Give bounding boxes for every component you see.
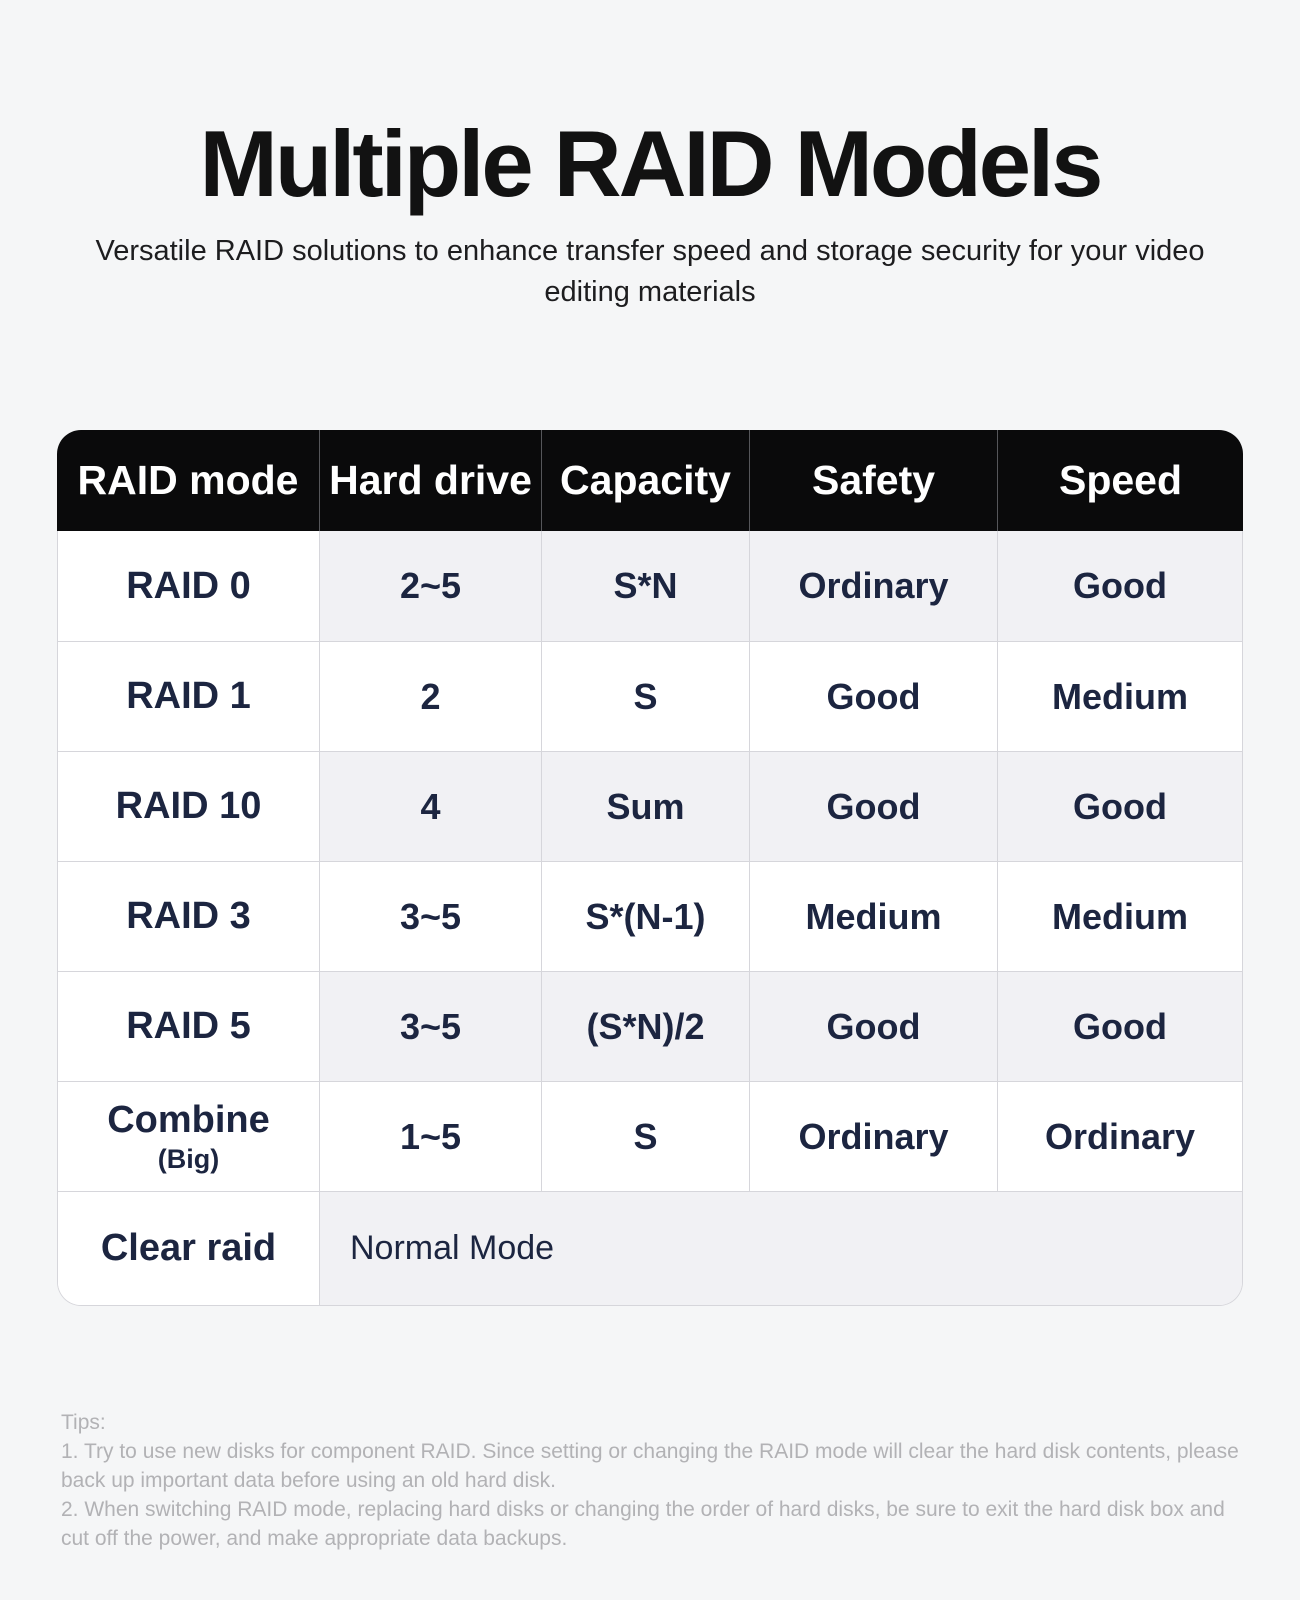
cell-mode: RAID 3 — [58, 862, 319, 971]
cell-mode: RAID 10 — [58, 752, 319, 861]
raid-modes-table: RAID mode Hard drive Capacity Safety Spe… — [57, 430, 1243, 1306]
cell-capacity: S*N — [541, 531, 749, 641]
cell-safety: Ordinary — [749, 1082, 997, 1191]
header-safety: Safety — [749, 430, 997, 531]
cell-capacity: Sum — [541, 752, 749, 861]
cell-mode: Clear raid — [58, 1192, 319, 1305]
cell-capacity: S — [541, 1082, 749, 1191]
cell-safety: Good — [749, 752, 997, 861]
cell-speed: Good — [997, 972, 1242, 1081]
cell-hard-drive: 3~5 — [319, 862, 541, 971]
header-speed: Speed — [997, 430, 1243, 531]
header-capacity: Capacity — [541, 430, 749, 531]
mode-sub-label: (Big) — [157, 1143, 220, 1174]
cell-speed: Medium — [997, 862, 1242, 971]
table-row-clear-raid: Clear raid Normal Mode — [58, 1191, 1242, 1305]
cell-hard-drive: 3~5 — [319, 972, 541, 1081]
table-body: RAID 0 2~5 S*N Ordinary Good RAID 1 2 S … — [57, 531, 1243, 1306]
cell-capacity: S — [541, 642, 749, 751]
mode-label: Combine — [107, 1098, 270, 1141]
mode-label: RAID 5 — [126, 1005, 251, 1047]
cell-normal-mode: Normal Mode — [319, 1192, 1242, 1305]
cell-safety: Medium — [749, 862, 997, 971]
tips-item: 2. When switching RAID mode, replacing h… — [61, 1498, 1225, 1550]
mode-label: RAID 1 — [126, 675, 251, 717]
cell-safety: Good — [749, 972, 997, 1081]
mode-label: RAID 3 — [126, 895, 251, 937]
cell-hard-drive: 1~5 — [319, 1082, 541, 1191]
table-row-raid5: RAID 5 3~5 (S*N)/2 Good Good — [58, 971, 1242, 1081]
cell-speed: Good — [997, 531, 1242, 641]
table-row-combine: Combine (Big) 1~5 S Ordinary Ordinary — [58, 1081, 1242, 1191]
cell-hard-drive: 4 — [319, 752, 541, 861]
table-row-raid0: RAID 0 2~5 S*N Ordinary Good — [58, 531, 1242, 641]
table-row-raid10: RAID 10 4 Sum Good Good — [58, 751, 1242, 861]
cell-capacity: S*(N-1) — [541, 862, 749, 971]
mode-label: RAID 0 — [126, 564, 251, 607]
cell-safety: Ordinary — [749, 531, 997, 641]
table-row-raid3: RAID 3 3~5 S*(N-1) Medium Medium — [58, 861, 1242, 971]
page-subtitle: Versatile RAID solutions to enhance tran… — [95, 235, 1205, 308]
page-title: Multiple RAID Models — [199, 111, 1104, 216]
cell-capacity: (S*N)/2 — [541, 972, 749, 1081]
tips-section: Tips: 1. Try to use new disks for compon… — [61, 1408, 1246, 1553]
cell-speed: Ordinary — [997, 1082, 1242, 1191]
header-hard-drive: Hard drive — [319, 430, 541, 531]
cell-mode: Combine (Big) — [58, 1082, 319, 1191]
cell-speed: Medium — [997, 642, 1242, 751]
cell-mode: RAID 5 — [58, 972, 319, 1081]
cell-mode: RAID 0 — [58, 531, 319, 641]
cell-speed: Good — [997, 752, 1242, 861]
cell-hard-drive: 2 — [319, 642, 541, 751]
mode-label: Clear raid — [100, 1227, 277, 1269]
header-raid-mode: RAID mode — [77, 457, 299, 503]
table-row-raid1: RAID 1 2 S Good Medium — [58, 641, 1242, 751]
mode-label: RAID 10 — [115, 785, 262, 827]
tips-item: 1. Try to use new disks for component RA… — [61, 1440, 1239, 1492]
table-header-row: RAID mode Hard drive Capacity Safety Spe… — [57, 430, 1243, 531]
cell-hard-drive: 2~5 — [319, 531, 541, 641]
cell-safety: Good — [749, 642, 997, 751]
tips-label: Tips: — [61, 1411, 106, 1434]
cell-mode: RAID 1 — [58, 642, 319, 751]
